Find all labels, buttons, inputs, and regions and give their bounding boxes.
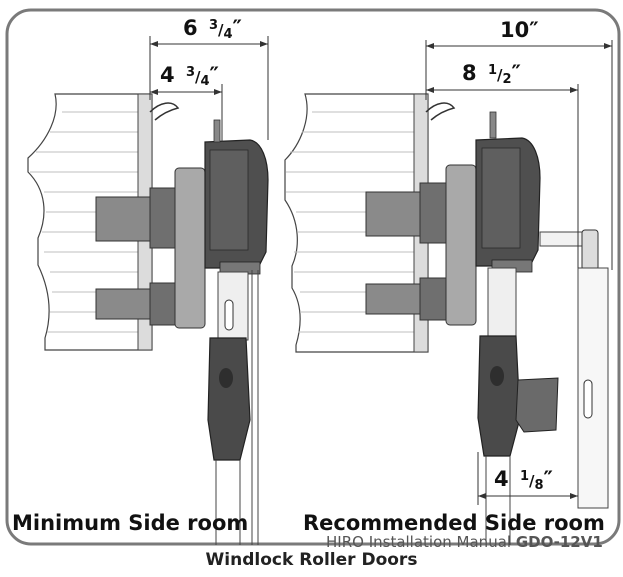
dim-right-inner-den: 2 (502, 72, 511, 87)
svg-text:4 1/8″: 4 1/8″ (494, 467, 553, 493)
left-hook (149, 102, 180, 121)
svg-text:4 3/4″: 4 3/4″ (160, 63, 219, 89)
right-mounting-plate (445, 164, 477, 326)
svg-text:8 1/2″: 8 1/2″ (462, 61, 521, 87)
dim-left-inner-unit: ″ (210, 63, 219, 87)
dim-right-inner-whole: 8 (462, 61, 477, 85)
dim-right-bottom-den: 8 (534, 478, 543, 493)
dim-right-outer-whole: 10 (500, 18, 529, 42)
label-minimum-side-room: Minimum Side room (12, 511, 248, 535)
dim-right-inner-num: 1 (488, 63, 497, 78)
left-control-arm (207, 337, 251, 461)
dim-right-bottom-num: 1 (520, 469, 529, 484)
dim-left-outer-whole: 6 (183, 16, 198, 40)
left-roller-door (27, 93, 153, 351)
dim-left-inner: 4 3/4″ (150, 63, 223, 142)
right-control-arm (477, 335, 521, 457)
dim-right-outer-unit: ″ (529, 18, 538, 42)
dim-left-outer-den: 4 (223, 27, 232, 42)
dim-left-inner-num: 3 (186, 65, 195, 80)
right-assembly: 10″ 8 1/2″ 4 1/8″ (284, 18, 613, 545)
right-side-bracket (577, 267, 609, 509)
left-mounting-plate (174, 167, 206, 329)
dim-right-bottom-unit: ″ (544, 467, 553, 491)
dim-left-outer: 6 3/4″ (149, 16, 269, 140)
dim-right-bottom-whole: 4 (494, 467, 509, 491)
left-assembly: 6 3/4″ 4 3/4″ (27, 16, 269, 545)
dim-right-bottom: 4 1/8″ (477, 452, 578, 505)
dim-right-inner: 8 1/2″ (426, 61, 579, 268)
right-bracket (487, 267, 517, 337)
svg-text:6 3/4″: 6 3/4″ (183, 16, 242, 42)
dim-right-inner-unit: ″ (512, 61, 521, 85)
left-bracket (217, 271, 249, 341)
svg-text:10″: 10″ (500, 18, 539, 42)
dim-left-inner-whole: 4 (160, 63, 175, 87)
right-release-handle (515, 377, 559, 433)
dim-left-inner-den: 4 (200, 74, 209, 89)
dim-right-outer: 10″ (425, 18, 613, 270)
footer-manual: HIRO Installation Manual GDO-12V1 (326, 533, 603, 551)
dim-left-outer-num: 3 (209, 18, 218, 33)
right-hook (425, 102, 456, 121)
label-recommended-side-room: Recommended Side room (303, 511, 605, 535)
dim-left-outer-unit: ″ (233, 16, 242, 40)
caption-windlock-roller-doors: Windlock Roller Doors (205, 550, 418, 570)
